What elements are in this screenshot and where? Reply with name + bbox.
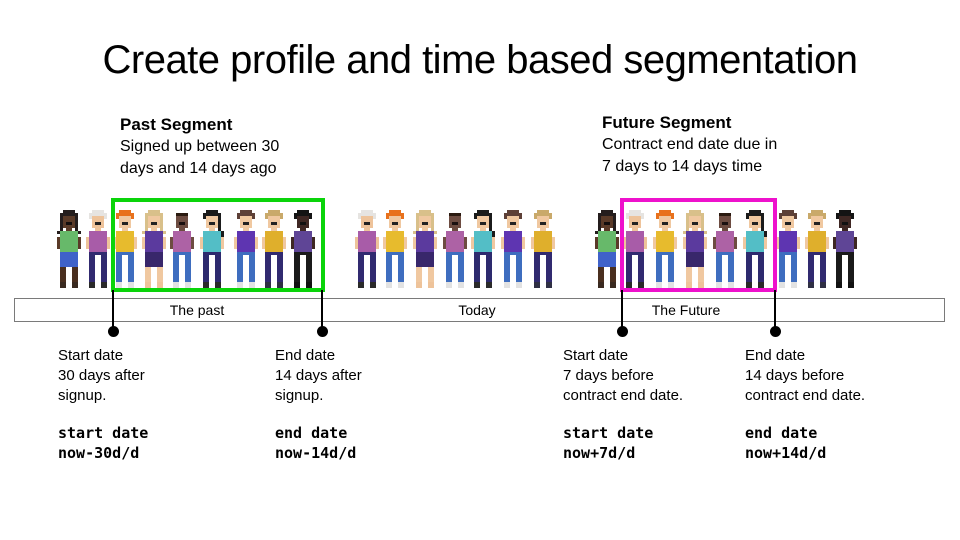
marker-pin-future-start — [621, 290, 623, 330]
person-man-blonde-gold-shirt — [531, 210, 555, 288]
annotation-past-end-code: end date now-14d/d — [275, 424, 357, 462]
marker-pin-future-end — [774, 290, 776, 330]
annotation-future-start-code: start date now+7d/d — [563, 424, 654, 462]
person-woman-blonde-purple-shirt — [142, 210, 166, 288]
person-man-dark-skin-magenta-shirt — [170, 213, 194, 288]
person-person-black-ponytail-teal-shirt — [200, 210, 224, 288]
future-segment-label: Future Segment Contract end date due in … — [602, 112, 777, 178]
future-segment-heading: Future Segment — [602, 113, 732, 132]
person-elder-white-hair-magenta-shirt — [623, 210, 647, 288]
marker-dot-future-start — [617, 326, 628, 337]
timeline-label-future: The Future — [651, 302, 721, 318]
person-man-orange-hair-yellow-shirt — [653, 210, 677, 288]
person-person-black-ponytail-teal-shirt — [471, 210, 495, 288]
people-row — [0, 210, 960, 288]
person-man-brown-hair-purple-shirt — [501, 210, 525, 288]
person-man-orange-hair-yellow-shirt — [383, 210, 407, 288]
future-segment-box — [620, 198, 777, 292]
person-woman-blonde-purple-shirt — [413, 210, 437, 288]
annotation-future-start: Start date 7 days before contract end da… — [563, 346, 683, 463]
marker-pin-past-start — [112, 290, 114, 330]
person-man-blonde-gold-shirt — [805, 210, 829, 288]
annotation-future-start-text: Start date 7 days before contract end da… — [563, 347, 684, 404]
person-person-black-ponytail-teal-shirt — [743, 210, 767, 288]
past-segment-box — [111, 198, 325, 292]
marker-dot-past-end — [317, 326, 328, 337]
person-woman-dark-skin-green-shirt — [57, 210, 81, 288]
marker-pin-past-end — [321, 290, 323, 330]
person-man-dark-skin-magenta-shirt — [443, 213, 467, 288]
past-segment-label: Past Segment Signed up between 30 days a… — [120, 114, 279, 180]
person-man-dark-skin-magenta-shirt — [713, 213, 737, 288]
annotation-past-start-text: Start date 30 days after signup. — [58, 347, 145, 404]
timeline-label-today: Today — [458, 302, 496, 318]
annotation-past-end-text: End date 14 days after signup. — [275, 347, 362, 404]
annotation-future-end: End date 14 days before contract end dat… — [745, 346, 865, 463]
annotation-past-end: End date 14 days after signup. end date … — [275, 346, 362, 463]
person-elder-white-hair-magenta-shirt — [86, 210, 110, 288]
person-woman-dark-skin-green-shirt — [595, 210, 619, 288]
person-woman-blonde-purple-shirt — [683, 210, 707, 288]
past-segment-heading: Past Segment — [120, 115, 233, 134]
person-man-dark-skin-purple-shirt — [291, 210, 315, 288]
marker-dot-future-end — [770, 326, 781, 337]
person-man-orange-hair-yellow-shirt — [113, 210, 137, 288]
annotation-past-start: Start date 30 days after signup. start d… — [58, 346, 148, 463]
past-segment-description: Signed up between 30 days and 14 days ag… — [120, 138, 280, 177]
annotation-future-end-text: End date 14 days before contract end dat… — [745, 347, 866, 404]
person-elder-white-hair-magenta-shirt — [355, 210, 379, 288]
person-man-dark-skin-purple-shirt — [833, 210, 857, 288]
timeline-label-past: The past — [169, 302, 225, 318]
person-man-blonde-gold-shirt — [262, 210, 286, 288]
future-segment-description: Contract end date due in 7 days to 14 da… — [602, 136, 778, 175]
timeline-bar — [14, 298, 945, 322]
page-title: Create profile and time based segmentati… — [102, 38, 858, 82]
marker-dot-past-start — [108, 326, 119, 337]
annotation-future-end-code: end date now+14d/d — [745, 424, 827, 462]
annotation-past-start-code: start date now-30d/d — [58, 424, 149, 462]
person-man-brown-hair-purple-shirt — [234, 210, 258, 288]
person-man-brown-hair-purple-shirt — [776, 210, 800, 288]
